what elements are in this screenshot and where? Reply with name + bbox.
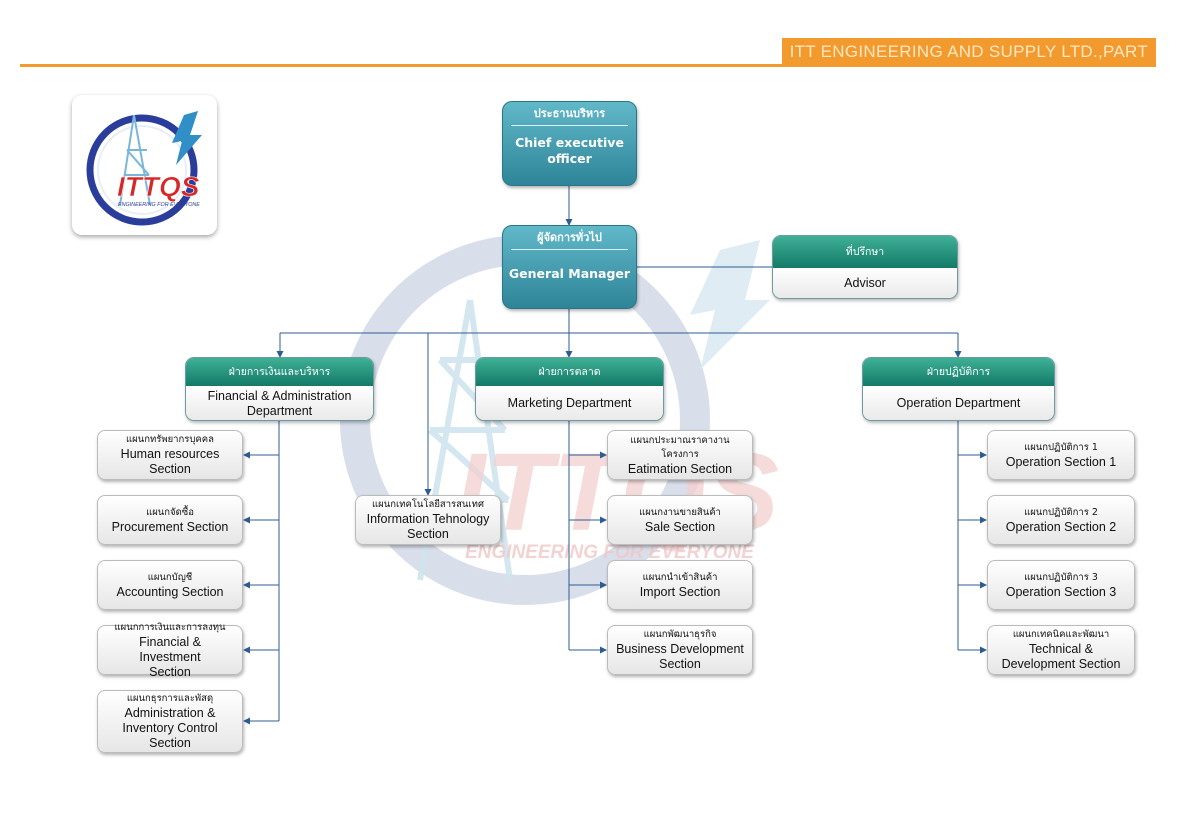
company-logo: ITTQS ENGINEERING FOR EVERYONE — [72, 95, 217, 235]
section-english: Import Section — [639, 584, 721, 599]
ceo-thai-title: ประธานบริหาร — [533, 107, 606, 120]
ceo-box: ประธานบริหาร Chief executive officer — [502, 101, 637, 186]
section-thai: แผนกบัญชี — [147, 571, 193, 583]
operation-section-box: แผนกปฏิบัติการ 2 Operation Section 2 — [987, 495, 1135, 545]
finance-section-box: แผนกทรัพยากรบุคคล Human resources Sectio… — [97, 430, 243, 480]
marketing-section-box: แผนกพัฒนาธุรกิจ Business Development Sec… — [607, 625, 753, 675]
section-thai: แผนกการเงินและการลงทุน — [114, 621, 226, 633]
section-english: Technical & Development Section — [1001, 642, 1121, 671]
section-english: Sale Section — [644, 519, 716, 534]
section-thai: แผนกงานขายสินค้า — [639, 506, 721, 518]
marketing-dept-thai: ฝ่ายการตลาด — [476, 358, 663, 386]
header-bar — [782, 38, 1156, 66]
marketing-section-box: แผนกงานขายสินค้า Sale Section — [607, 495, 753, 545]
finance-section-box: แผนกการเงินและการลงทุน Financial & Inves… — [97, 622, 243, 679]
finance-section-box: แผนกจัดซื้อ Procurement Section — [97, 495, 243, 545]
marketing-section-box: แผนกประมาณราคางานโครงการ Eatimation Sect… — [607, 430, 753, 480]
gm-english-title: General Manager — [508, 266, 631, 281]
ceo-divider — [511, 125, 628, 126]
section-english: Administration & Inventory Control Secti… — [122, 706, 218, 750]
gm-divider — [511, 249, 628, 250]
advisor-thai-title: ที่ปรึกษา — [773, 236, 957, 268]
advisor-english-title: Advisor — [773, 268, 957, 298]
finance-dept-english: Financial & Administration Department — [186, 386, 373, 420]
ceo-english-title: Chief executive officer — [515, 135, 624, 166]
logo-brand: ITTQS — [117, 171, 200, 202]
watermark-tagline: ENGINEERING FOR EVERYONE — [465, 542, 755, 563]
marketing-department-box: ฝ่ายการตลาด Marketing Department — [475, 357, 664, 421]
section-thai: แผนกปฏิบัติการ 1 — [1024, 441, 1098, 453]
section-thai: แผนกทรัพยากรบุคคล — [126, 434, 214, 445]
marketing-section-box: แผนกนำเข้าสินค้า Import Section — [607, 560, 753, 610]
finance-section-box: แผนกบัญชี Accounting Section — [97, 560, 243, 610]
finance-dept-thai: ฝ่ายการเงินและบริหาร — [186, 358, 373, 386]
section-thai: แผนกปฏิบัติการ 3 — [1024, 571, 1098, 583]
section-thai: แผนกเทคนิคและพัฒนา — [1012, 629, 1110, 640]
section-english: Financial & Investment Section — [139, 634, 201, 679]
it-section-box: แผนกเทคโนโลยีสารสนเทศ Information Tehnol… — [355, 495, 501, 545]
section-english: Operation Section 1 — [1005, 454, 1117, 469]
section-thai: แผนกประมาณราคางานโครงการ — [630, 434, 730, 460]
section-thai: แผนกจัดซื้อ — [146, 506, 194, 518]
section-english: Operation Section 3 — [1005, 584, 1117, 599]
operation-section-box: แผนกเทคนิคและพัฒนา Technical & Developme… — [987, 625, 1135, 675]
operation-department-box: ฝ่ายปฏิบัติการ Operation Department — [862, 357, 1055, 421]
section-english: Information Tehnology Section — [366, 512, 490, 541]
section-thai: แผนกนำเข้าสินค้า — [642, 571, 718, 583]
section-english: Business Development Section — [616, 642, 744, 671]
logo-tagline: ENGINEERING FOR EVERYONE — [118, 202, 200, 208]
section-thai: แผนกปฏิบัติการ 2 — [1024, 506, 1098, 518]
operation-section-box: แผนกปฏิบัติการ 1 Operation Section 1 — [987, 430, 1135, 480]
section-english: Human resources Section — [120, 447, 220, 476]
general-manager-box: ผู้จัดการทั่วไป General Manager — [502, 225, 637, 309]
operation-section-box: แผนกปฏิบัติการ 3 Operation Section 3 — [987, 560, 1135, 610]
advisor-box: ที่ปรึกษา Advisor — [772, 235, 958, 299]
logo-graphic: ITTQS ENGINEERING FOR EVERYONE — [86, 111, 202, 226]
section-thai: แผนกเทคโนโลยีสารสนเทศ — [372, 499, 484, 510]
marketing-dept-english: Marketing Department — [476, 386, 663, 420]
company-name: ITT ENGINEERING AND SUPPLY LTD.,PART — [789, 42, 1148, 61]
finance-section-box: แผนกธุรการและพัสดุ Administration & Inve… — [97, 690, 243, 753]
section-english: Procurement Section — [111, 519, 229, 534]
section-english: Accounting Section — [116, 584, 224, 599]
operation-dept-english: Operation Department — [863, 386, 1054, 420]
section-english: Operation Section 2 — [1005, 519, 1117, 534]
section-english: Eatimation Section — [627, 461, 733, 476]
finance-department-box: ฝ่ายการเงินและบริหาร Financial & Adminis… — [185, 357, 374, 421]
section-thai: แผนกพัฒนาธุรกิจ — [643, 629, 717, 640]
header-rule — [20, 64, 1156, 67]
gm-thai-title: ผู้จัดการทั่วไป — [537, 231, 602, 244]
section-thai: แผนกธุรการและพัสดุ — [126, 693, 214, 704]
operation-dept-thai: ฝ่ายปฏิบัติการ — [863, 358, 1054, 386]
